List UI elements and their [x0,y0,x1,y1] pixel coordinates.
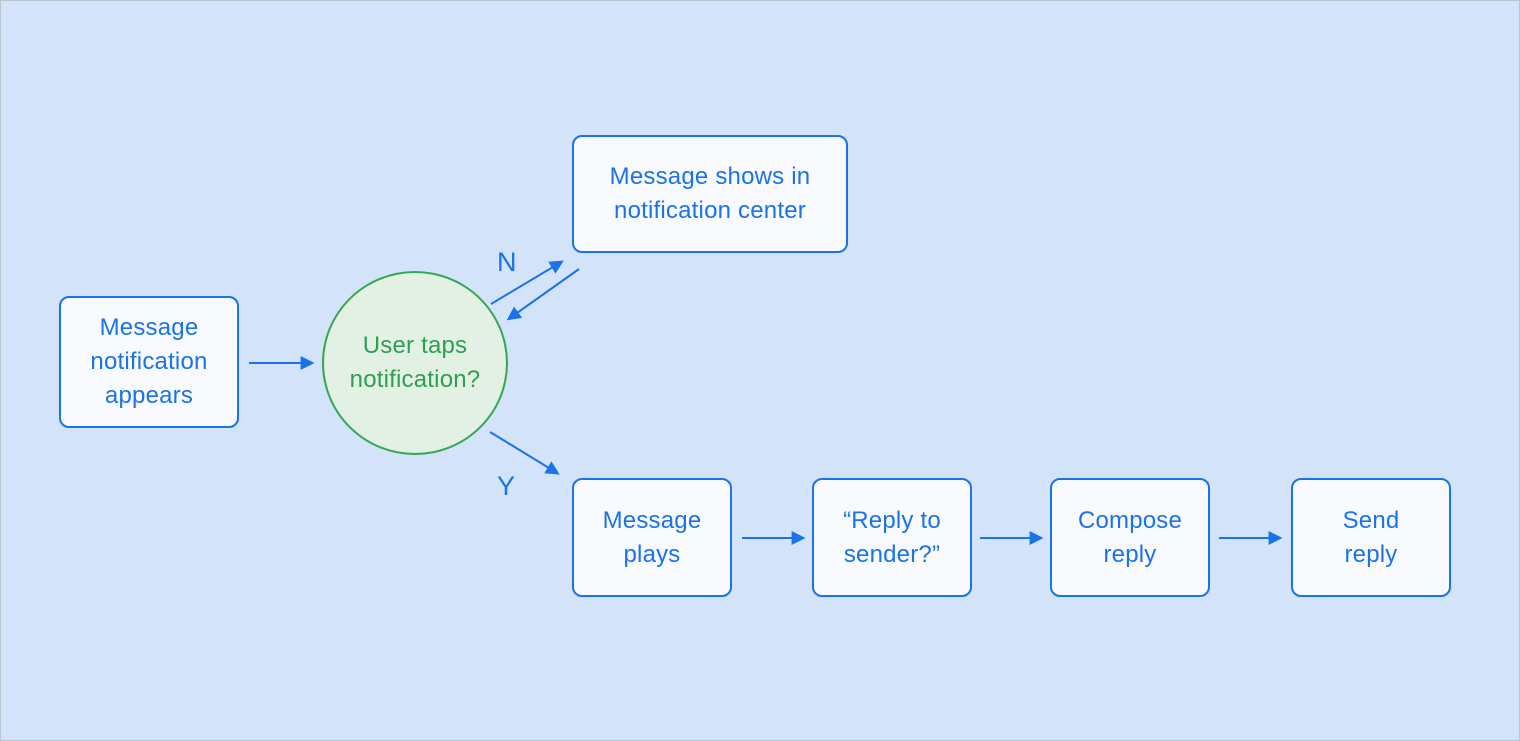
node-label: Compose reply [1077,506,1183,568]
node-label: Message shows in notification center [609,163,811,224]
node-message-plays: Message plays [572,478,732,597]
arrow-no-outcome-to-decision [506,268,580,321]
node-label: “Reply to sender?” [843,506,941,568]
arrow-decision-to-message-plays [489,431,560,475]
branch-label-no: N [497,247,517,277]
node-reply-to-sender-prompt: “Reply to sender?” [812,478,972,597]
node-compose-reply: Compose reply [1050,478,1210,597]
node-label: Send reply [1342,506,1400,568]
node-label: Message plays [602,506,702,568]
node-message-notification-appears: Message notification appears [59,296,239,428]
node-label: User taps notification? [349,332,481,393]
node-send-reply: Send reply [1291,478,1451,597]
branch-label-yes: Y [497,471,516,501]
node-label: Message notification appears [90,314,208,409]
node-user-taps-notification-decision: User taps notification? [322,271,508,455]
node-message-shows-in-notification-center: Message shows in notification center [572,135,848,253]
